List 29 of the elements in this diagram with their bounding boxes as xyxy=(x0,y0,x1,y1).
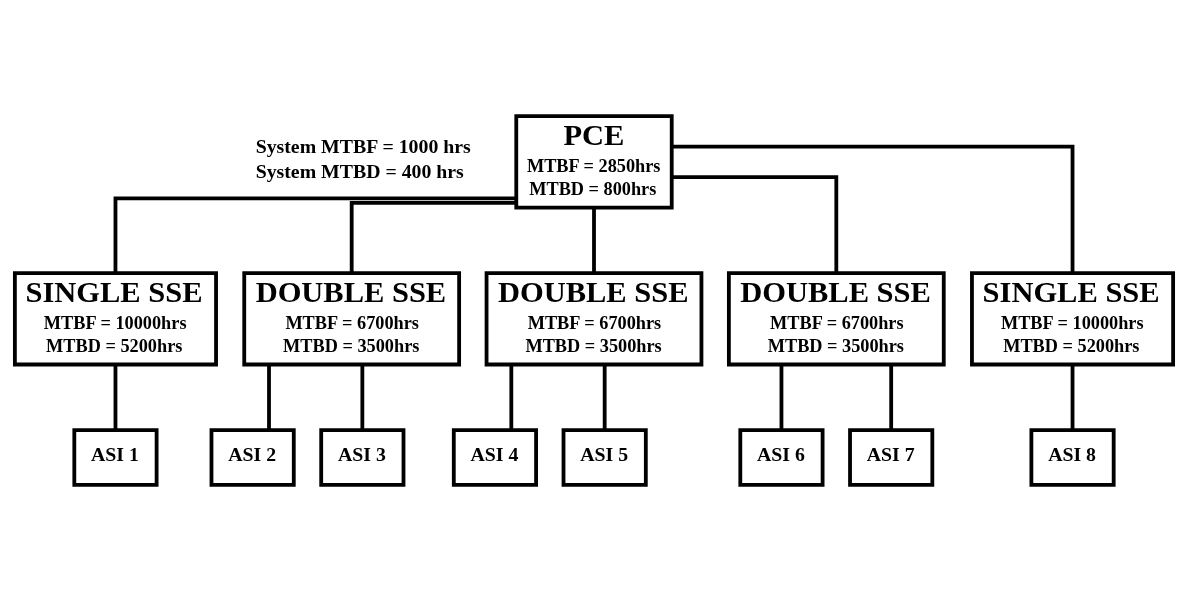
connector xyxy=(113,364,118,430)
connector xyxy=(360,364,365,430)
label: System MTBF = 1000 hrs xyxy=(255,135,471,158)
node-box: ASI 8 xyxy=(1029,428,1116,487)
connector xyxy=(1070,364,1075,430)
node-box: SINGLE SSE MTBF = 10000hrs MTBD = 5200hrs xyxy=(12,271,218,367)
connector xyxy=(349,201,516,273)
node-box: ASI 6 xyxy=(738,428,825,487)
node-box: ASI 3 xyxy=(319,428,406,487)
label: System MTBD = 400 hrs xyxy=(255,159,464,182)
node-box: ASI 2 xyxy=(209,428,296,487)
connector xyxy=(267,364,271,430)
node-box: ASI 5 xyxy=(561,428,648,487)
connector xyxy=(592,207,596,273)
node-box: ASI 1 xyxy=(72,428,159,487)
connector xyxy=(672,175,839,273)
node-box: ASI 7 xyxy=(848,428,935,487)
node-box: DOUBLE SSE MTBF = 6700hrs MTBD = 3500hrs xyxy=(484,271,704,367)
node-box: PCE MTBF = 2850hrs MTBD = 800hrs xyxy=(514,114,674,210)
node-box: SINGLE SSE MTBF = 10000hrs MTBD = 5200hrs xyxy=(970,271,1176,367)
connector xyxy=(509,364,514,430)
connector xyxy=(779,364,784,430)
node-box: DOUBLE SSE MTBF = 6700hrs MTBD = 3500hrs xyxy=(726,271,946,367)
connector xyxy=(671,144,1075,273)
connector xyxy=(113,196,517,273)
node-box: ASI 4 xyxy=(451,428,538,487)
node-box: DOUBLE SSE MTBF = 6700hrs MTBD = 3500hrs xyxy=(242,271,462,367)
connector xyxy=(602,364,607,430)
connector xyxy=(889,364,894,430)
